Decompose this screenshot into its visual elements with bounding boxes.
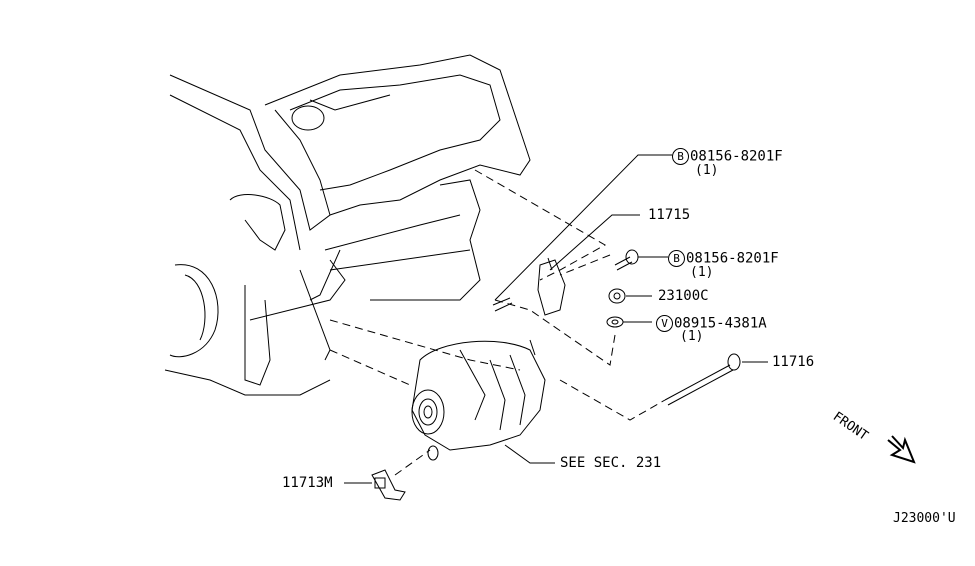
v-circle-icon: V [656, 315, 673, 332]
engine-block-outline [164, 54, 531, 396]
part-number: 08156-8201F [686, 250, 779, 267]
part-number: 08156-8201F [690, 148, 783, 165]
front-arrow-icon [887, 435, 916, 464]
qty-label: (1) [690, 265, 714, 280]
leader-lines [344, 154, 768, 484]
callout-long-bolt[interactable]: 11716 [772, 354, 815, 370]
b-circle-icon: B [668, 250, 685, 267]
alternator-drawing [411, 339, 546, 461]
bracket-drawing [537, 257, 566, 316]
callout-nut[interactable]: 23100C [658, 288, 709, 304]
callout-bracket[interactable]: 11715 [648, 207, 691, 223]
hardware-drawing [371, 249, 741, 501]
qty-label: (1) [695, 163, 719, 178]
b-circle-icon: B [672, 148, 689, 165]
dashed-assembly-lines [329, 169, 666, 476]
qty-label: (1) [680, 329, 704, 344]
diagram-code: J23000'U [893, 511, 956, 526]
callout-nut-lower[interactable]: 11713M [282, 475, 333, 491]
callout-alternator[interactable]: SEE SEC. 231 [560, 455, 662, 471]
part-number: 08915-4381A [674, 315, 767, 332]
